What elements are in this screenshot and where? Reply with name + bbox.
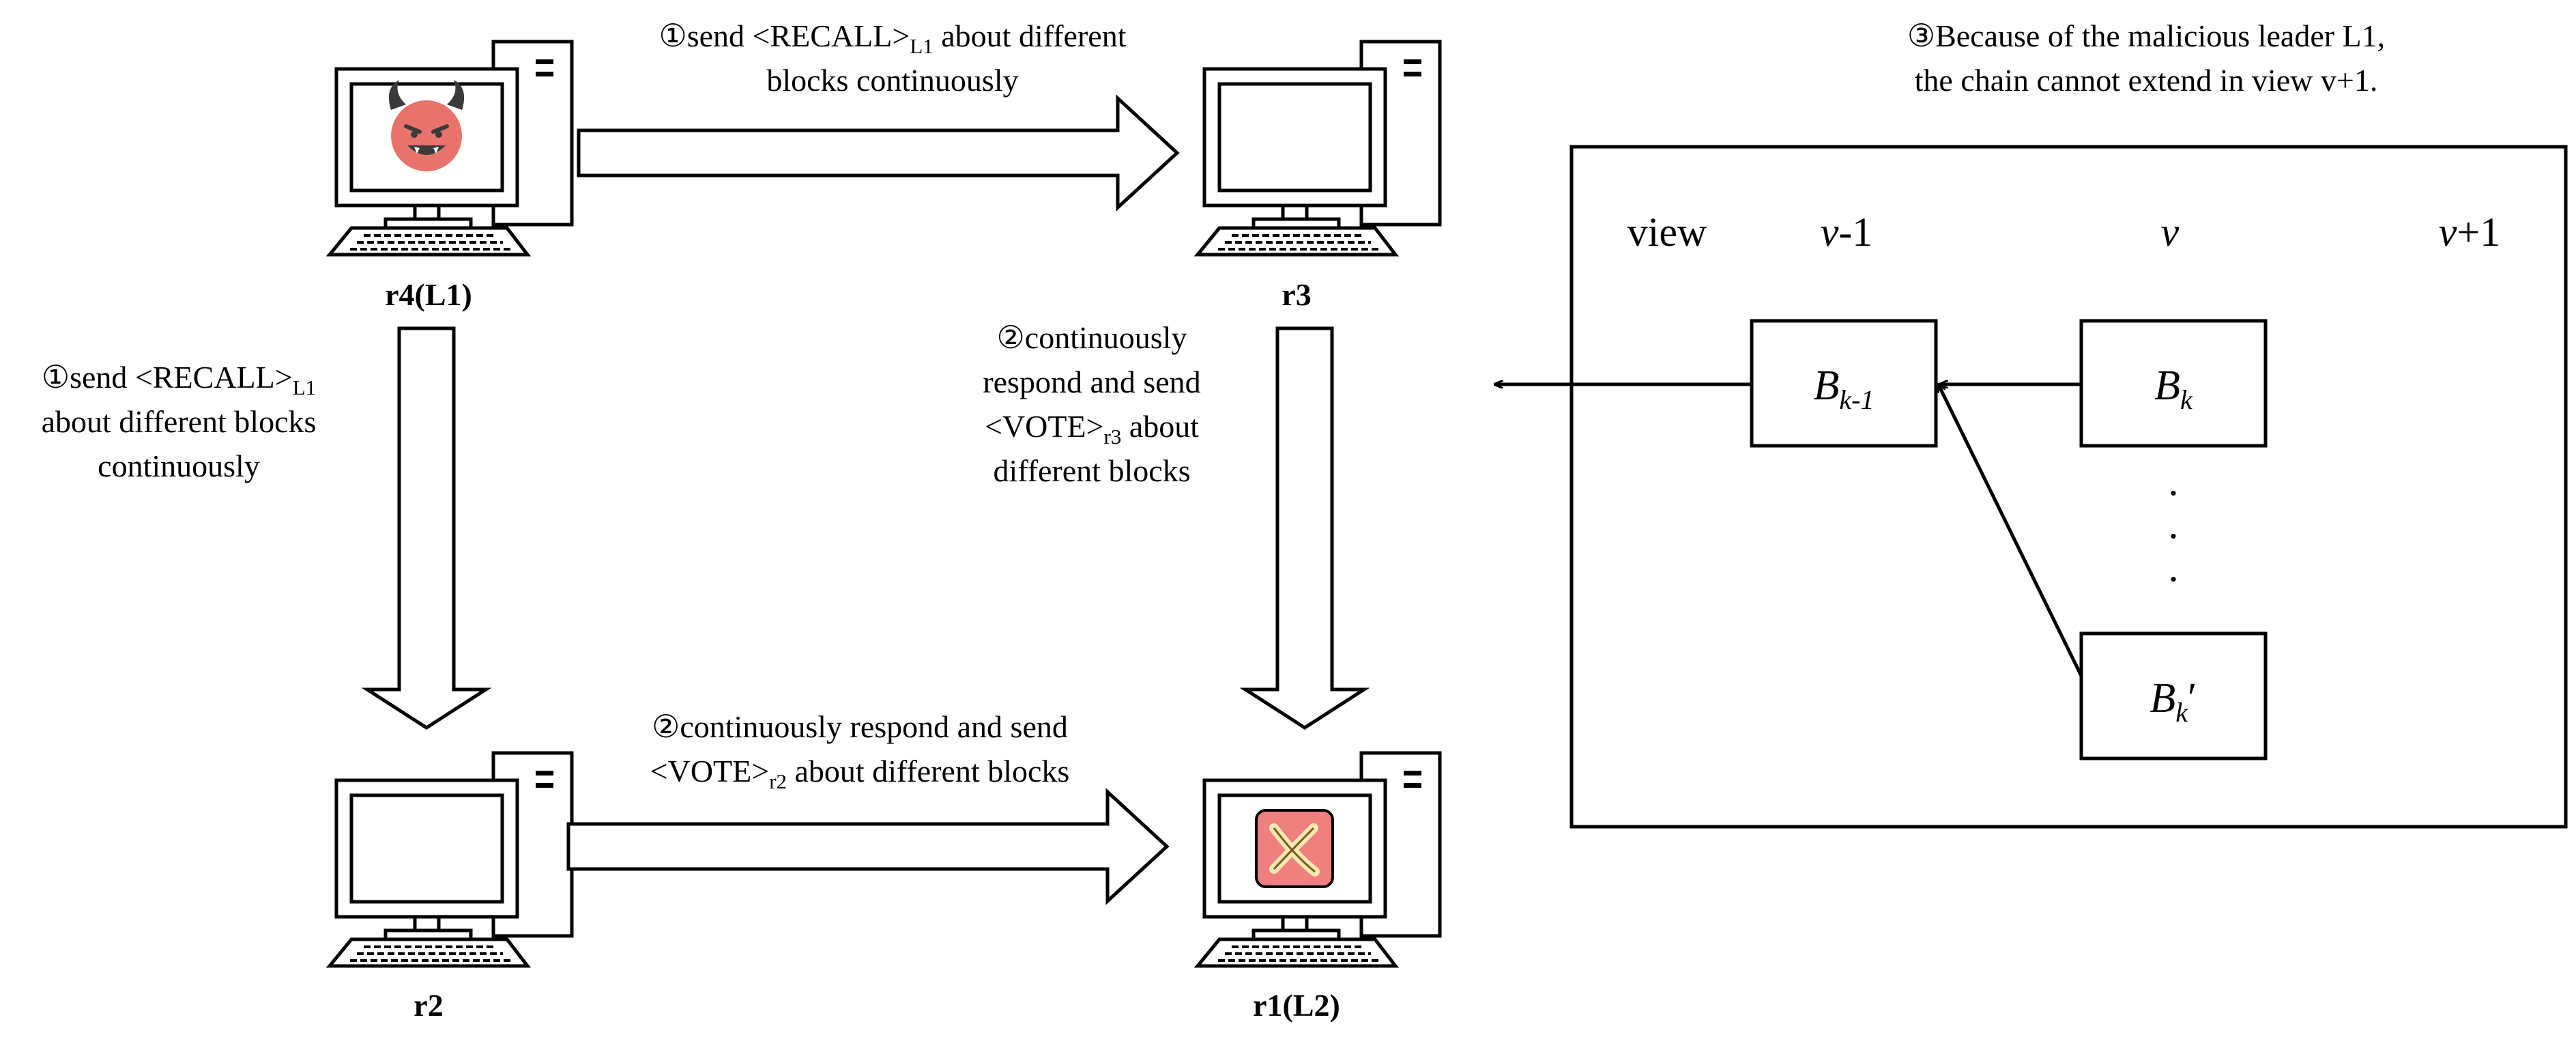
arrow-r3-to-r1 bbox=[1239, 326, 1370, 730]
panel-caption-line2: the chain cannot extend in view v+1. bbox=[1915, 63, 2378, 98]
block-bk-minus-1 bbox=[1750, 319, 1938, 448]
computer-r3 bbox=[1198, 42, 1440, 255]
block-bk-label: Bk bbox=[2154, 362, 2193, 415]
ellipsis-dot-2: . bbox=[2169, 502, 2179, 547]
node-label-r4: r4(L1) bbox=[385, 277, 472, 312]
arrow-top-label-line1: ①send <RECALL>L1 about different bbox=[659, 18, 1127, 58]
arrow-right-label-line4: different blocks bbox=[993, 453, 1190, 488]
link-bk-prime-to-bk-minus-1 bbox=[1936, 384, 2083, 677]
arrow-left-label-line1: ①send <RECALL>L1 bbox=[42, 360, 316, 399]
arrow-left-label-line3: continuously bbox=[98, 449, 260, 483]
panel-caption-line1: ③Because of the malicious leader L1, bbox=[1907, 18, 2385, 53]
block-bk-prime bbox=[2079, 631, 2268, 760]
x-mark-icon bbox=[1255, 809, 1334, 888]
arrow-right-label-line1: ②continuously bbox=[997, 320, 1187, 355]
chain-panel bbox=[1569, 145, 2568, 829]
arrow-bottom-label-line2: <VOTE>r2 about different blocks bbox=[650, 754, 1070, 793]
arrow-bottom-label-line1: ②continuously respond and send bbox=[652, 709, 1068, 744]
computer-r2 bbox=[330, 753, 572, 966]
devil-icon bbox=[388, 80, 465, 171]
block-bk-minus-1-label: Bk-1 bbox=[1814, 362, 1875, 415]
arrow-right-label-line3: <VOTE>r3 about bbox=[985, 409, 1199, 449]
arrow-r4-to-r2 bbox=[361, 326, 492, 730]
node-label-r1: r1(L2) bbox=[1253, 988, 1340, 1023]
arrow-right-label-line2: respond and send bbox=[983, 365, 1200, 399]
view-v-minus-1: v-1 bbox=[1821, 210, 1873, 255]
arrow-r4-to-r3 bbox=[577, 94, 1180, 212]
arrow-r2-to-r1 bbox=[566, 788, 1170, 905]
ellipsis-dot-3: . bbox=[2169, 545, 2179, 590]
block-bk-prime-label: Bk′ bbox=[2150, 675, 2197, 728]
arrow-top-label-line2: blocks continuously bbox=[766, 63, 1018, 98]
view-v-plus-1: v+1 bbox=[2439, 210, 2500, 255]
arrow-left-label-line2: about different blocks bbox=[42, 404, 317, 439]
node-label-r2: r2 bbox=[414, 988, 443, 1023]
view-label: view bbox=[1627, 210, 1707, 255]
computer-r1 bbox=[1198, 753, 1440, 966]
ellipsis-dot-1: . bbox=[2169, 459, 2179, 504]
computer-r4 bbox=[330, 42, 572, 255]
node-label-r3: r3 bbox=[1282, 277, 1311, 312]
block-bk bbox=[2079, 319, 2268, 448]
view-v: v bbox=[2161, 210, 2180, 255]
